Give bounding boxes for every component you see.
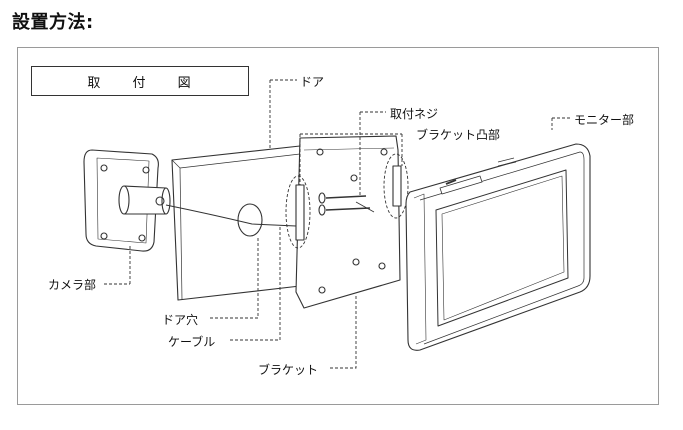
page-heading: 設置方法: — [12, 12, 94, 33]
label-door: ドア — [300, 75, 325, 89]
figure-title: 取 付 図 — [31, 66, 249, 96]
label-bracket: ブラケット — [258, 363, 319, 377]
label-door-hole: ドア穴 — [162, 313, 199, 327]
label-bracket-tab: ブラケット凸部 — [416, 128, 501, 142]
label-monitor: モニター部 — [574, 113, 635, 127]
label-screw: 取付ネジ — [390, 107, 439, 121]
figure-frame — [17, 47, 659, 405]
door-slab — [171, 145, 301, 301]
screws — [318, 192, 375, 216]
camera-unit — [83, 149, 171, 252]
monitor-unit — [405, 143, 591, 351]
label-camera: カメラ部 — [48, 278, 97, 292]
bracket-plate — [295, 135, 402, 309]
label-cable: ケーブル — [168, 335, 216, 349]
